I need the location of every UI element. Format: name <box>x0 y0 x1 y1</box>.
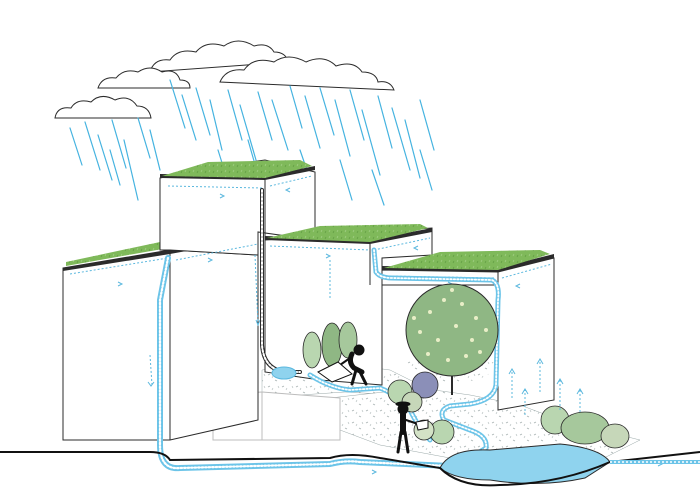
flow-arrow-icon <box>69 175 553 386</box>
pond-icon <box>439 443 611 485</box>
ground-line <box>0 451 700 487</box>
cloud-icon <box>54 40 395 119</box>
building-tall <box>159 159 316 256</box>
person-icon <box>317 344 368 386</box>
person-icon <box>395 401 429 454</box>
building-right <box>381 250 555 411</box>
rain-barrel <box>271 366 297 380</box>
tree-icon <box>405 283 499 395</box>
flow-arrow-heads <box>117 187 664 475</box>
shrub-icon <box>302 321 630 449</box>
rain-icon <box>69 79 435 206</box>
green-roof-icon <box>63 232 258 271</box>
evaporation-arrow-icon <box>511 360 581 415</box>
